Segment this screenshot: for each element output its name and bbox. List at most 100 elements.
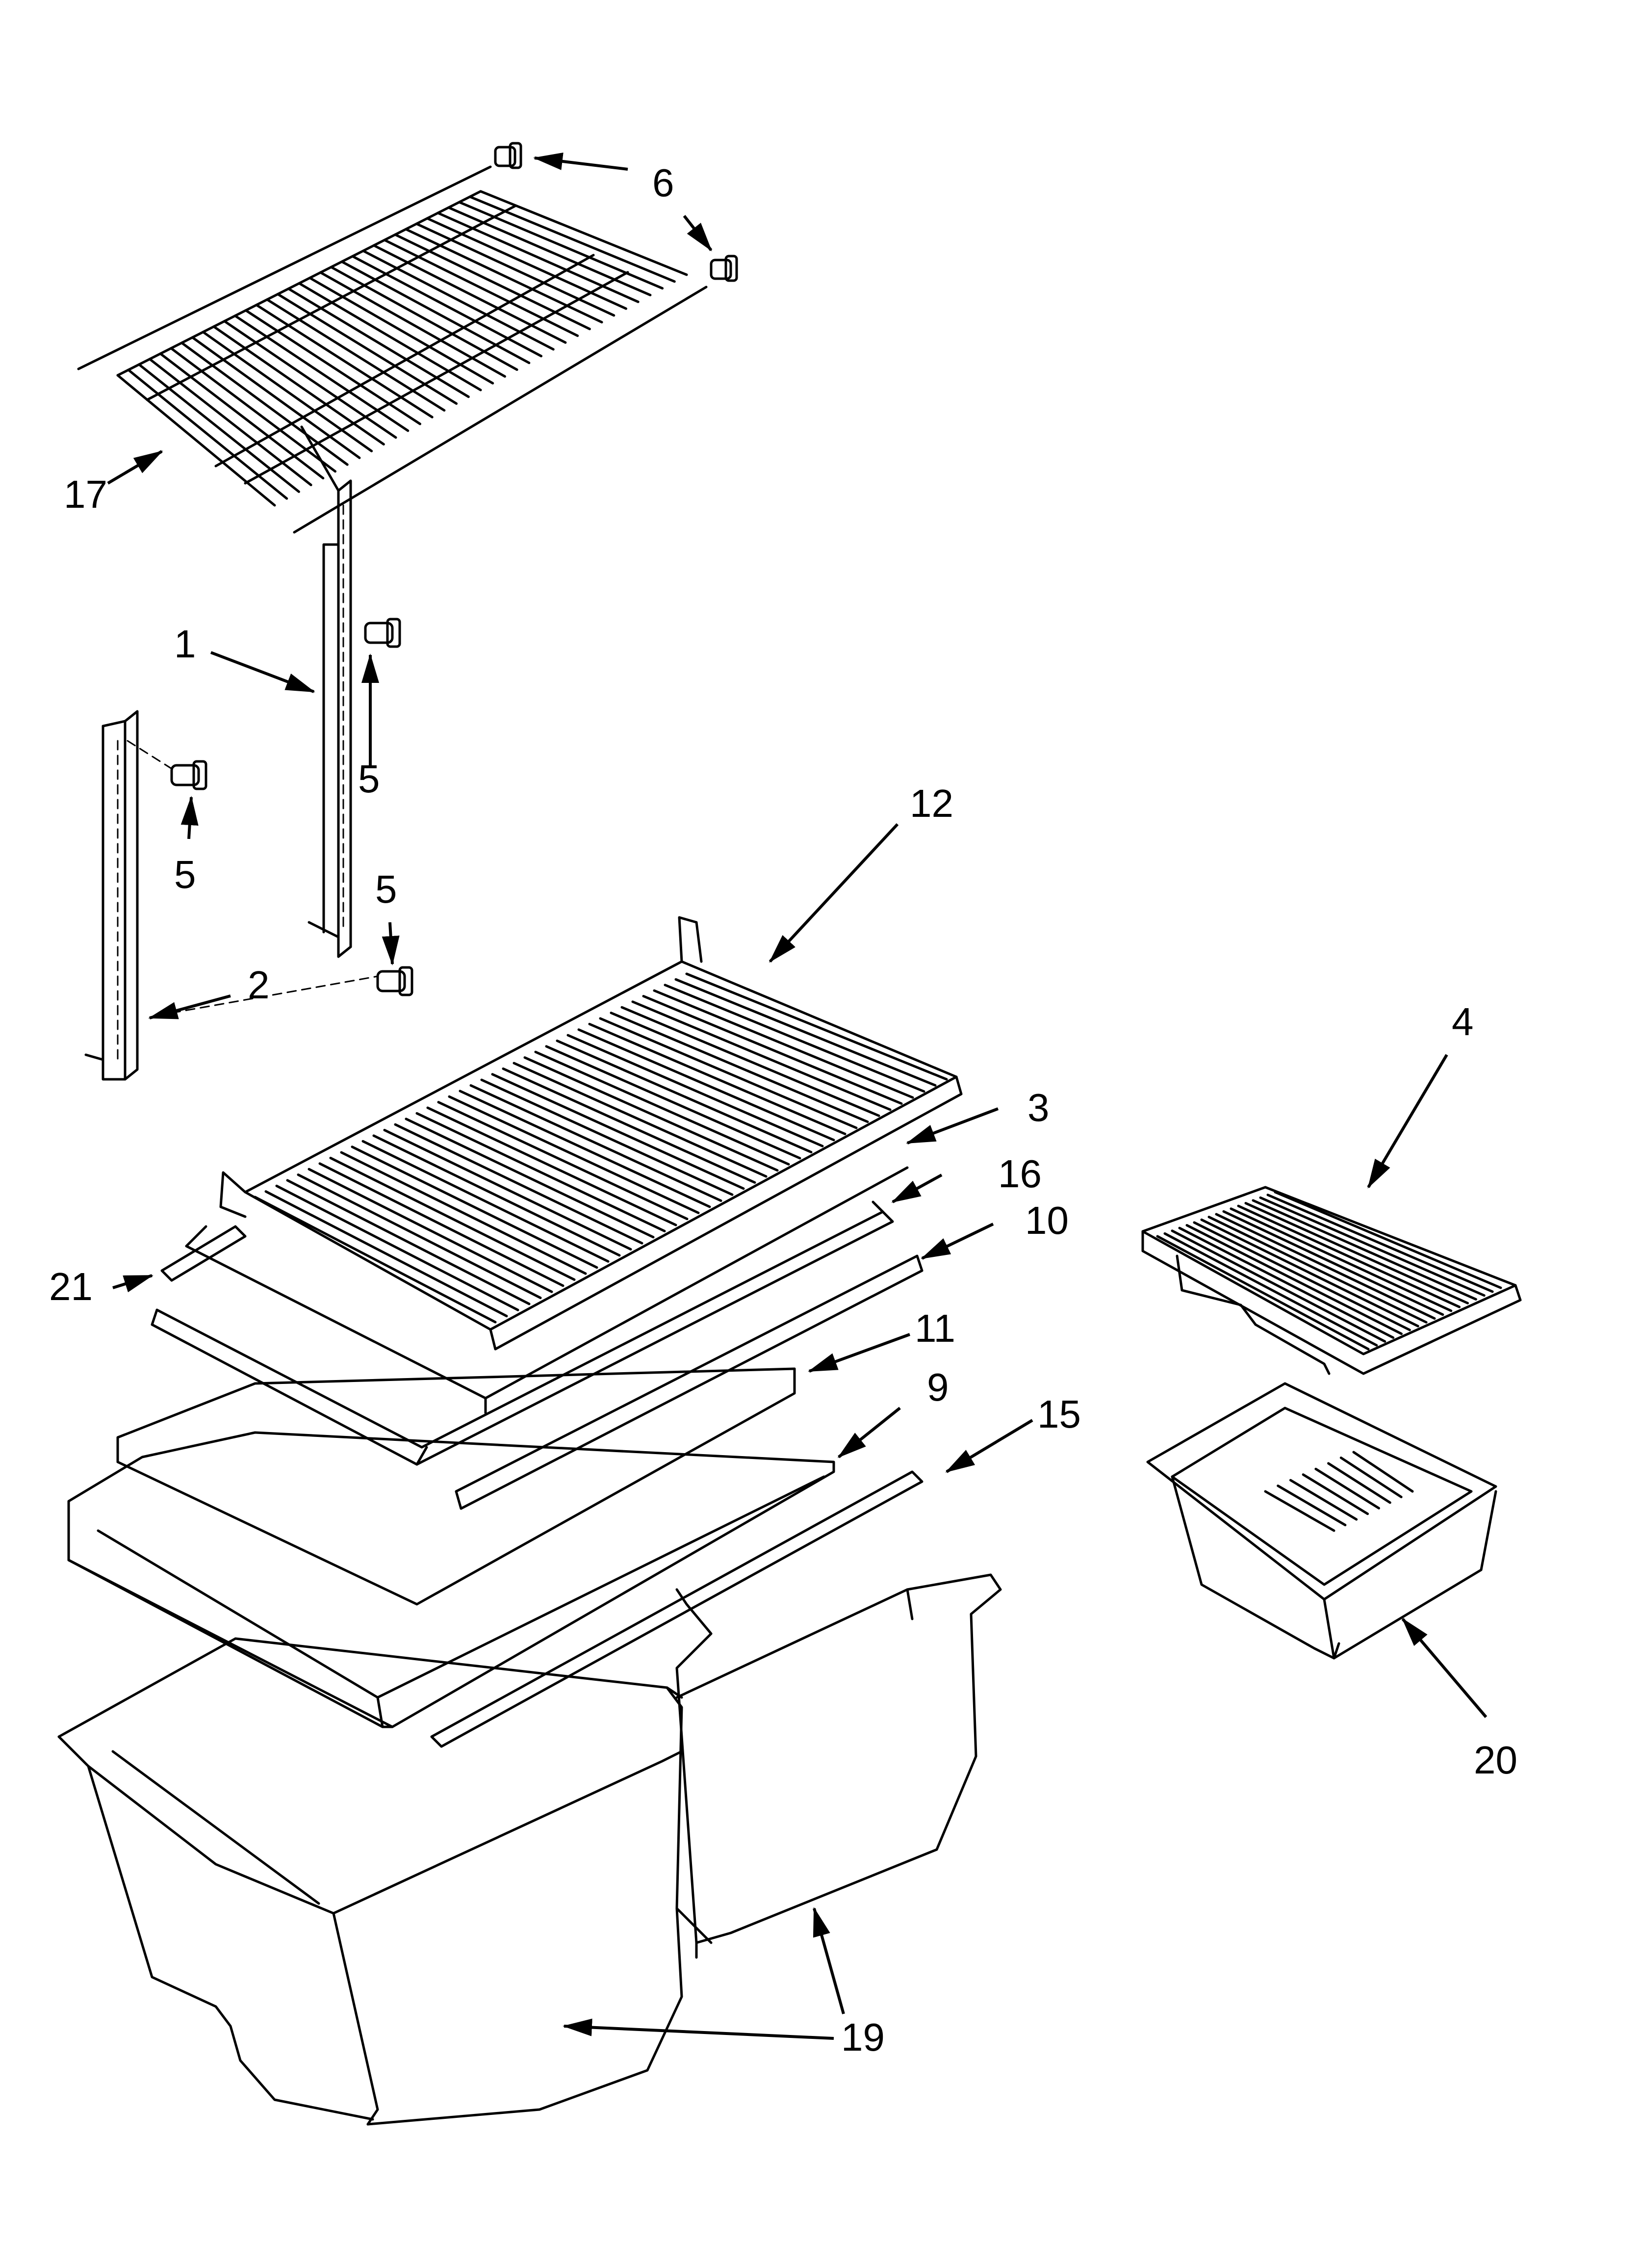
callout-15: 15 — [1037, 1392, 1081, 1436]
wire-bar — [556, 1040, 813, 1153]
callout-9: 9 — [927, 1365, 949, 1409]
part-3-glass-shelf — [185, 1166, 909, 1414]
wire-bar — [426, 217, 627, 310]
wire-bar — [545, 1045, 801, 1160]
wire-bar — [212, 325, 385, 446]
wire-bar — [469, 1084, 722, 1202]
callout-17: 17 — [64, 472, 107, 516]
wire-bar — [264, 1190, 508, 1318]
wire-bar — [297, 1173, 542, 1299]
wire-bar — [437, 1101, 689, 1221]
part-17-wire-shelf — [77, 165, 708, 534]
callout-3: 3 — [1027, 1086, 1050, 1129]
callout-1: 1 — [174, 622, 196, 666]
wire-bar — [610, 1012, 869, 1123]
wire-bar — [577, 1028, 835, 1142]
wire-bar — [620, 1006, 880, 1117]
wire-bar — [191, 336, 361, 459]
wire-bar — [170, 347, 337, 473]
wire-bar — [1274, 1191, 1502, 1289]
wire-bar — [447, 206, 652, 296]
wire-bar — [116, 374, 276, 507]
callout-6: 6 — [652, 161, 674, 205]
wire-bar — [468, 195, 676, 283]
wire-bar — [275, 1184, 519, 1311]
drawer-rib — [1302, 1473, 1369, 1515]
part-19-crisper-drawers — [57, 1573, 1002, 2126]
wire-bar — [1156, 1235, 1370, 1351]
wire-bar — [1215, 1213, 1436, 1320]
part-21-shelf-trim — [160, 1225, 247, 1282]
wire-bar — [1237, 1204, 1461, 1308]
wire-bar — [1193, 1221, 1411, 1331]
wire-bar — [318, 1162, 564, 1287]
wire-bar — [180, 341, 349, 466]
wire-bar — [1244, 1202, 1469, 1304]
wire-bar — [1163, 1232, 1378, 1347]
wire-bar — [394, 1123, 643, 1245]
wire-bar — [523, 1056, 779, 1172]
wire-bar — [233, 314, 410, 432]
wire-bar — [372, 244, 567, 344]
drawer-rib — [1327, 1462, 1391, 1504]
part-15-trim-strip — [430, 1470, 924, 1748]
callout-11: 11 — [915, 1306, 955, 1350]
callout-10: 10 — [1025, 1199, 1069, 1242]
wire-bar — [1200, 1218, 1419, 1328]
callout-5-lower: 5 — [375, 867, 397, 911]
wire-bar — [534, 1050, 790, 1166]
wire-bar — [1207, 1216, 1428, 1324]
callout-16: 16 — [998, 1152, 1042, 1196]
wire-bar — [287, 287, 470, 398]
wire-bar — [351, 255, 543, 358]
part-6-bumpers — [494, 142, 738, 282]
wire-bar — [138, 363, 300, 493]
callout-12: 12 — [910, 782, 953, 825]
drawer-rib — [1264, 1490, 1335, 1532]
wire-bar — [329, 1156, 576, 1281]
part-12-wire-shelf — [219, 916, 963, 1351]
wire-bar — [491, 1073, 745, 1190]
leaders — [107, 152, 1488, 2040]
part-2-shelf-ladder — [84, 710, 139, 1081]
wire-bar — [394, 233, 591, 331]
wire-bar — [330, 265, 518, 371]
wire-bar — [631, 1000, 892, 1111]
callout-19: 19 — [841, 2015, 885, 2059]
wire-bar — [223, 320, 397, 439]
wire-bar — [255, 304, 434, 418]
wire-bar — [405, 1118, 655, 1239]
wire-bar — [1266, 1194, 1494, 1293]
wire-bar — [351, 1146, 598, 1269]
callout-21: 21 — [49, 1265, 93, 1308]
part-9-crisper-frame — [67, 1431, 835, 1728]
wire-bar — [202, 331, 373, 452]
wire-bar — [319, 271, 506, 378]
wire-bar — [1222, 1210, 1444, 1316]
wire-bar — [266, 298, 446, 412]
wire-bar — [448, 1095, 700, 1214]
wire-bar — [254, 1196, 497, 1324]
wire-bar — [1185, 1224, 1403, 1335]
wire-bar — [308, 1168, 553, 1293]
wire-bar — [372, 1134, 621, 1257]
wire-bar — [340, 1151, 587, 1275]
part-11-crisper-glass — [116, 1367, 796, 1606]
drawer-rib — [1352, 1451, 1414, 1493]
callout-5-upper: 5 — [358, 757, 380, 801]
wire-bar — [566, 1034, 824, 1147]
wire-bar — [383, 238, 579, 337]
part-16-shelf-frame — [151, 1200, 894, 1466]
wire-bar — [1171, 1229, 1386, 1343]
drawer-rib — [1339, 1456, 1403, 1498]
callouts: 6 17 1 5 5 5 2 12 3 16 10 21 11 9 15 4 2… — [49, 161, 1517, 2059]
wire-bar — [426, 1106, 677, 1226]
wire-bar — [480, 1078, 734, 1196]
wire-bar — [588, 1022, 847, 1135]
wire-bar — [1230, 1207, 1453, 1312]
wire-bar — [308, 276, 494, 385]
wire-bar — [298, 282, 482, 391]
wire-bar — [599, 1017, 858, 1129]
